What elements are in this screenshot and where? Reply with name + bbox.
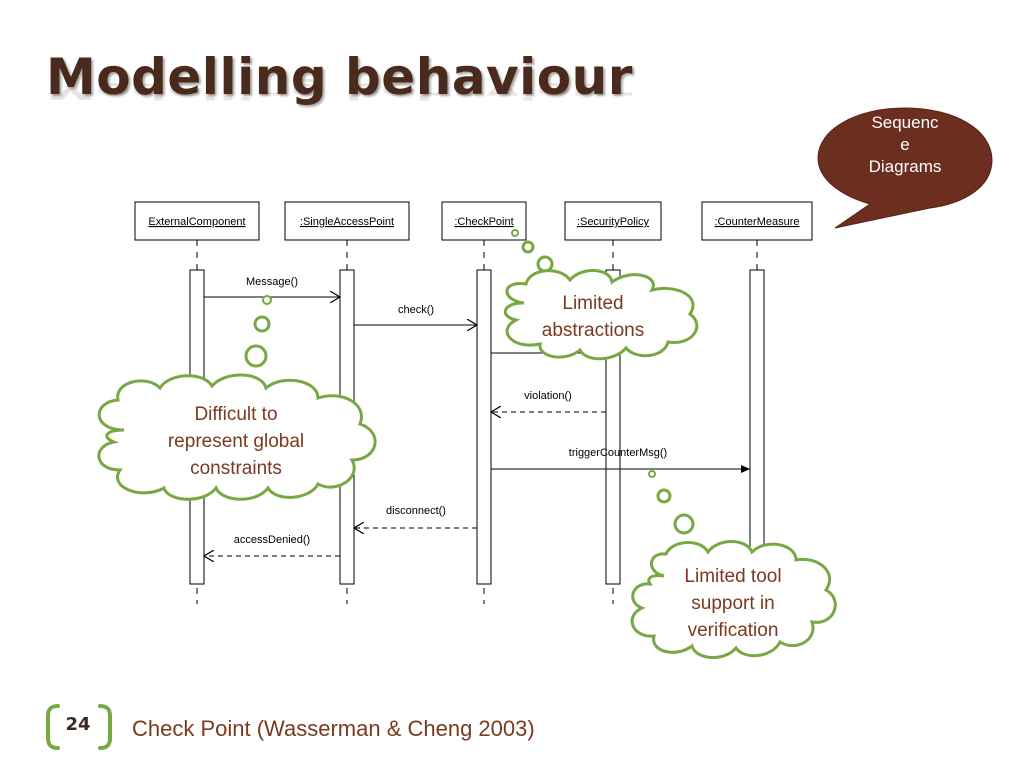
bubble-line: verification xyxy=(687,620,779,641)
callout-line: Sequenc xyxy=(871,113,939,132)
message-message: Message() xyxy=(204,276,340,297)
bubble-line: constraints xyxy=(190,458,282,479)
page-number: 24 xyxy=(65,714,91,735)
bubble-line: Difficult to xyxy=(194,404,278,425)
bubble-line: Limited xyxy=(562,293,624,314)
lifeline-label: ExternalComponent xyxy=(148,216,245,228)
lifeline-label: :SecurityPolicy xyxy=(577,216,650,228)
bubble-text-tool-support: Limited tool support in verification xyxy=(648,563,818,644)
message-violation: violation() xyxy=(491,390,606,412)
callout-line: e xyxy=(900,135,910,154)
footer-citation: Check Point (Wasserman & Cheng 2003) xyxy=(132,716,535,741)
lifeline-external-component: ExternalComponent xyxy=(134,201,260,241)
message-access-denied: accessDenied() xyxy=(204,534,340,556)
svg-text:check(): check() xyxy=(398,304,434,316)
svg-text:Message(): Message() xyxy=(246,276,298,288)
bubble-line: Limited tool xyxy=(684,566,782,587)
bubble-text-limited-abstractions: Limited abstractions xyxy=(508,290,678,344)
footer-bracket xyxy=(46,704,112,750)
lifeline-label: :SingleAccessPoint xyxy=(300,216,394,228)
lifeline-security-policy: :SecurityPolicy xyxy=(564,201,662,241)
thought-bubble-global-constraints xyxy=(97,295,377,501)
lifeline-counter-measure: :CounterMeasure xyxy=(701,201,813,241)
svg-text:triggerCounterMsg(): triggerCounterMsg() xyxy=(569,447,667,459)
bubble-line: support in xyxy=(691,593,775,614)
callout-text: Sequenc e Diagrams xyxy=(850,112,960,178)
message-check: check() xyxy=(354,304,477,325)
thought-bubble-tool-support xyxy=(630,470,837,659)
thought-bubble-limited-abstractions xyxy=(503,229,699,361)
slide-title: Modelling behaviour xyxy=(46,48,633,106)
sequence-diagrams-callout xyxy=(817,107,993,229)
bubble-line: abstractions xyxy=(541,320,645,341)
callout-line: Diagrams xyxy=(868,157,942,176)
lifeline-label: :CounterMeasure xyxy=(715,216,800,228)
bubble-text-global-constraints: Difficult to represent global constraint… xyxy=(126,401,346,482)
svg-text:violation(): violation() xyxy=(524,390,572,402)
bubble-line: represent global xyxy=(167,431,305,452)
svg-text:accessDenied(): accessDenied() xyxy=(234,534,310,546)
message-disconnect: disconnect() xyxy=(354,505,477,528)
lifeline-single-access-point: :SingleAccessPoint xyxy=(284,201,410,241)
lifeline-label: :CheckPoint xyxy=(454,216,513,228)
message-trigger-counter-msg: triggerCounterMsg() xyxy=(491,447,750,473)
svg-text:disconnect(): disconnect() xyxy=(386,505,446,517)
